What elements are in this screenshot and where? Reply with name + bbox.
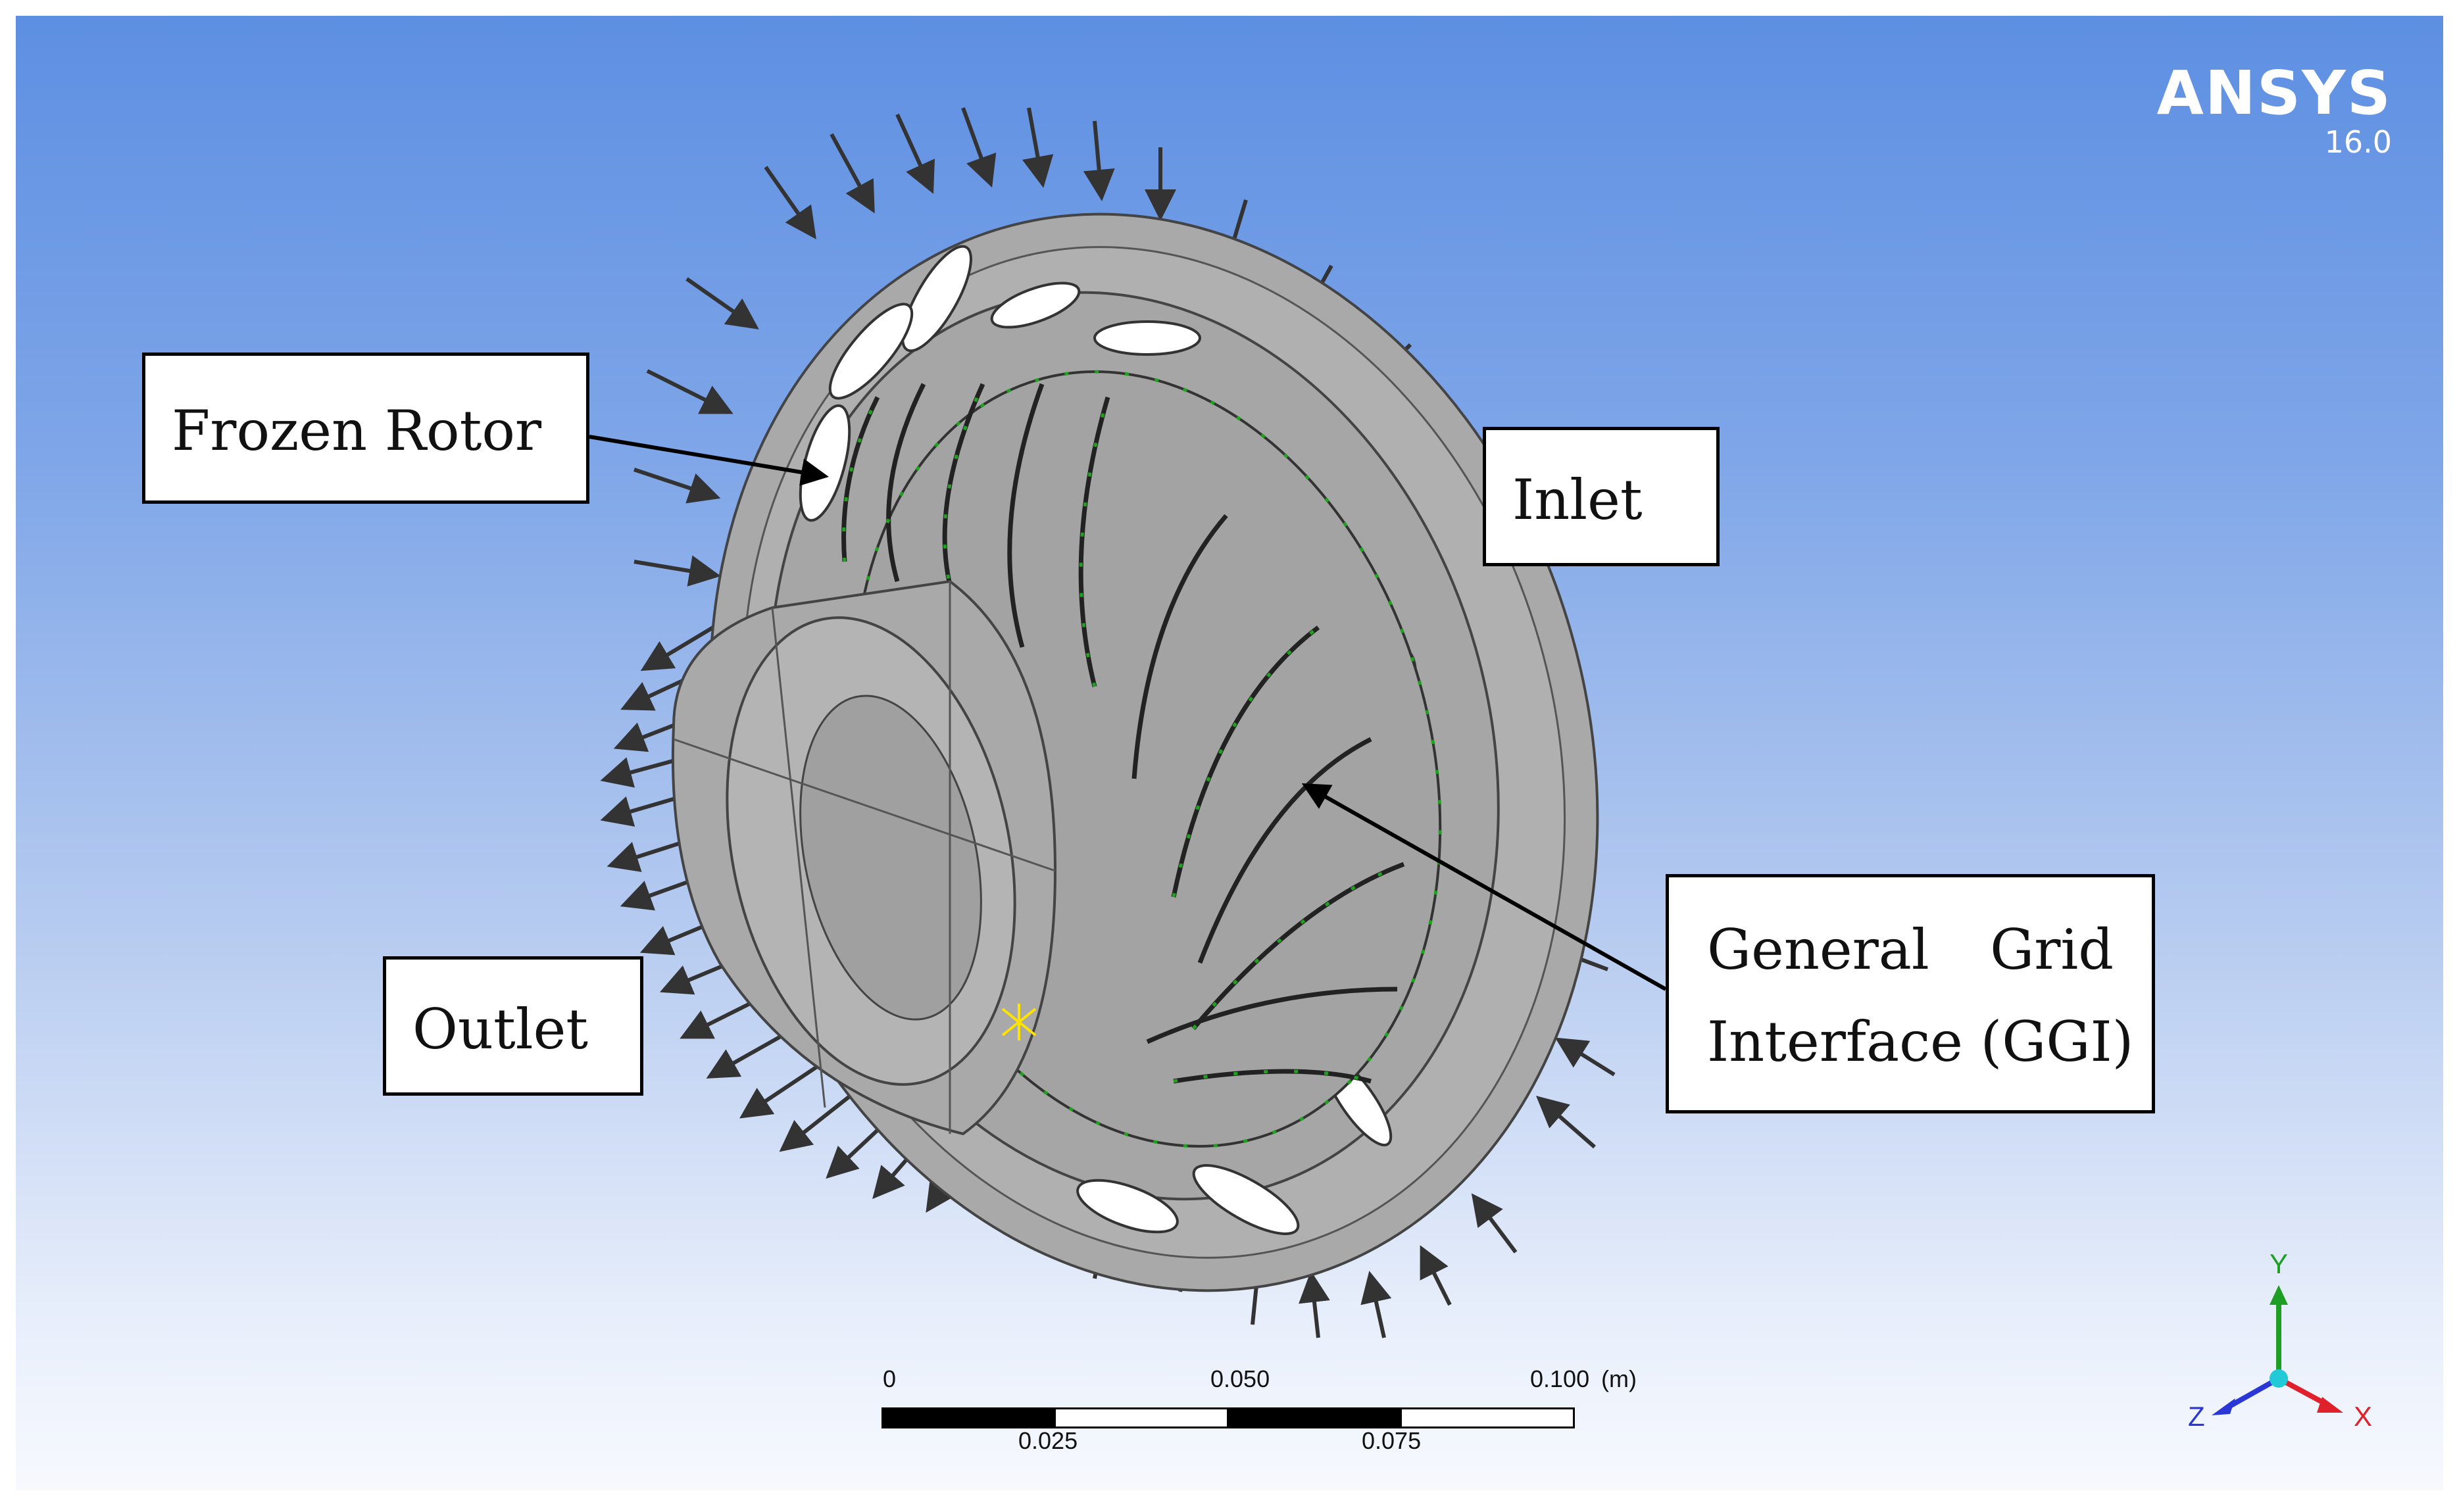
outlet-callout: Outlet: [383, 956, 643, 1096]
scale-segment-3: [1227, 1407, 1402, 1428]
callout-leaders: [589, 435, 1667, 991]
logo-name: ANSYS: [2156, 58, 2392, 128]
ansys-logo: ANSYS 16.0: [2156, 58, 2392, 160]
scale-tick-0100: 0.100: [1530, 1365, 1590, 1392]
ggi-word-general: General: [1707, 917, 1929, 982]
scale-tick-0: 0: [883, 1365, 897, 1392]
scale-unit: (m): [1601, 1365, 1637, 1392]
axis-y-label: Y: [2270, 1248, 2289, 1279]
scale-bar: 0 0.050 0.100 (m) 0.025 0.075: [881, 1365, 1637, 1454]
graphics-viewport[interactable]: ANSYS 16.0 Frozen Rotor Inlet Outlet Gen…: [16, 16, 2443, 1490]
impeller-geometry: [671, 212, 1599, 1292]
ggi-word-grid: Grid: [1990, 917, 2114, 982]
scale-segment-1: [881, 1407, 1056, 1428]
outlet-label: Outlet: [412, 997, 589, 1061]
ggi-callout: General Grid Interface (GGI): [1666, 874, 2155, 1113]
axis-z-label: Z: [2188, 1401, 2205, 1432]
model-view: [589, 107, 1667, 1338]
inlet-label: Inlet: [1512, 468, 1643, 532]
scale-segment-4: [1400, 1407, 1575, 1428]
logo-version: 16.0: [2324, 124, 2392, 160]
scale-tick-0025: 0.025: [1018, 1427, 1078, 1454]
scale-tick-0050: 0.050: [1210, 1365, 1270, 1392]
axis-x-label: X: [2354, 1401, 2373, 1432]
scale-tick-0075: 0.075: [1362, 1427, 1422, 1454]
axis-triad-graphic: [2212, 1285, 2343, 1415]
frozen-rotor-callout: Frozen Rotor: [142, 353, 589, 504]
origin-star-icon: [1001, 1004, 1037, 1040]
ggi-line-2: Interface (GGI): [1707, 1010, 2134, 1074]
scale-segment-2: [1054, 1407, 1229, 1428]
inlet-callout: Inlet: [1483, 427, 1720, 566]
axis-triad-icon[interactable]: Y Z X: [2181, 1248, 2392, 1459]
frozen-rotor-label: Frozen Rotor: [172, 399, 542, 463]
